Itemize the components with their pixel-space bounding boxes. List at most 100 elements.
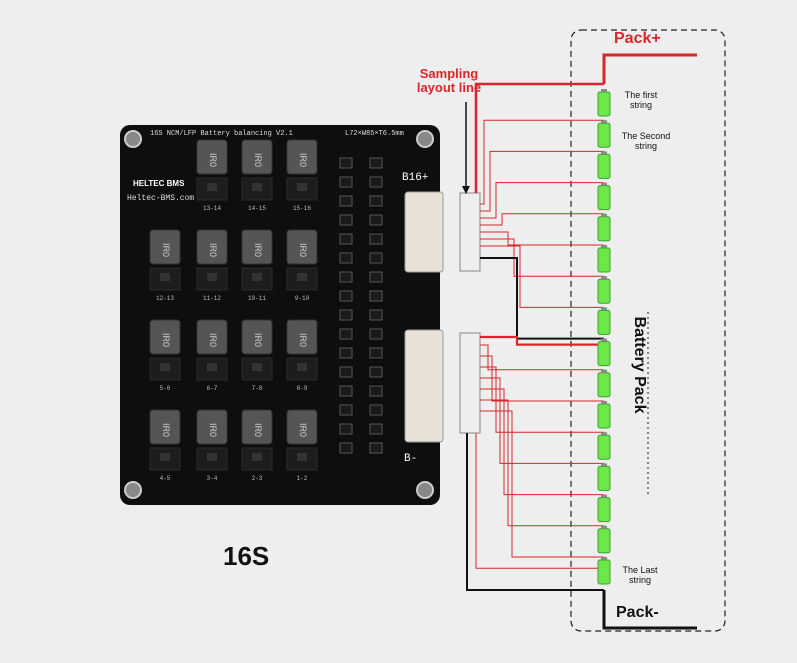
battery-cell-icon [597, 309, 611, 335]
cell-terminal-icon [601, 338, 607, 342]
resistor-icon [369, 366, 383, 378]
arrow-head-icon [462, 186, 470, 194]
resistor-icon [369, 214, 383, 226]
resistor-icon [339, 233, 353, 245]
cell-terminal-icon [601, 120, 607, 124]
resistor-icon [339, 309, 353, 321]
sense-wire [480, 344, 604, 371]
pair-label: 11-12 [203, 295, 221, 302]
resistor-icon [369, 195, 383, 207]
ground-wire [480, 257, 604, 340]
chip-icon [160, 273, 170, 281]
resistor-icon [369, 233, 383, 245]
battery-cell-icon [597, 153, 611, 179]
connector-top [404, 191, 444, 273]
inductor-icon [241, 319, 273, 355]
pair-label: 3-4 [207, 475, 218, 482]
resistor-icon [339, 195, 353, 207]
resistor-icon [369, 309, 383, 321]
connector-bottom-label: B- [404, 453, 417, 465]
battery-cell-icon [597, 247, 611, 273]
pair-label: 7-8 [252, 385, 263, 392]
cell-terminal-icon [601, 463, 607, 467]
sense-wire [480, 182, 604, 219]
connector-bottom [404, 329, 444, 443]
pair-label: 4-5 [160, 475, 171, 482]
resistor-icon [339, 176, 353, 188]
sense-wire [480, 399, 604, 527]
mount-hole-icon [124, 130, 142, 148]
inductor-text: IR0 [161, 333, 171, 347]
pair-label: 12-13 [156, 295, 174, 302]
battery-cell-icon [597, 341, 611, 367]
sense-wire [480, 377, 604, 464]
chip-icon [207, 273, 217, 281]
battery-cell-icon [597, 91, 611, 117]
diagram-title: 16S [223, 541, 270, 571]
inductor-text: IR0 [161, 423, 171, 437]
inductor-text: IR0 [298, 243, 308, 257]
resistor-icon [369, 157, 383, 169]
battery-cell-icon [597, 185, 611, 211]
cell-terminal-icon [601, 245, 607, 248]
inductor-icon [241, 409, 273, 445]
resistor-icon [369, 442, 383, 454]
resistor-icon [339, 347, 353, 359]
battery-cell-icon [597, 372, 611, 398]
pair-label: 8-9 [297, 385, 308, 392]
cell-terminal-icon [601, 151, 607, 155]
resistor-icon [369, 328, 383, 340]
board-brand-text: HELTEC BMS [133, 179, 185, 188]
resistor-icon [339, 271, 353, 283]
pair-label: 13-14 [203, 205, 221, 212]
resistor-icon [339, 290, 353, 302]
cell-terminal-icon [601, 276, 607, 280]
inductor-text: IR0 [298, 153, 308, 167]
inductor-icon [286, 139, 318, 175]
second-string-label: The Second string [621, 131, 671, 151]
last-string-label: The Last string [622, 565, 658, 585]
cell-terminal-icon [601, 213, 607, 217]
sense-wire [480, 150, 604, 212]
resistor-icon [339, 157, 353, 169]
chip-icon [252, 453, 262, 461]
battery-cell-icon [597, 278, 611, 304]
resistor-icon [339, 404, 353, 416]
resistor-icon [339, 442, 353, 454]
battery-cell-icon [597, 559, 611, 585]
resistor-icon [369, 404, 383, 416]
chip-icon [160, 363, 170, 371]
resistor-icon [369, 385, 383, 397]
inductor-icon [196, 409, 228, 445]
chip-icon [297, 273, 307, 281]
pair-label: 2-3 [252, 475, 263, 482]
cell-terminal-icon [601, 525, 607, 529]
inductor-text: IR0 [208, 153, 218, 167]
sampling-plug-top [459, 192, 481, 272]
pack-plus-wire [602, 53, 697, 84]
inductor-icon [196, 319, 228, 355]
connector-top-label: B16+ [402, 172, 428, 184]
inductor-icon [196, 139, 228, 175]
pair-label: 9-10 [295, 295, 310, 302]
resistor-icon [369, 423, 383, 435]
cell-terminal-icon [601, 557, 607, 560]
inductor-icon [286, 229, 318, 265]
inductor-text: IR0 [298, 333, 308, 347]
chip-icon [252, 273, 262, 281]
inductor-text: IR0 [298, 423, 308, 437]
chip-icon [207, 453, 217, 461]
board-dims-text: L72×W85×T6.5mm [345, 130, 404, 138]
resistor-icon [369, 252, 383, 264]
inductor-text: IR0 [208, 333, 218, 347]
pair-label: 10-11 [248, 295, 266, 302]
mount-hole-icon [416, 130, 434, 148]
inductor-icon [149, 229, 181, 265]
inductor-text: IR0 [208, 423, 218, 437]
resistor-icon [339, 423, 353, 435]
inductor-icon [286, 319, 318, 355]
battery-cell-icon [597, 434, 611, 460]
inductor-icon [286, 409, 318, 445]
resistor-icon [339, 385, 353, 397]
